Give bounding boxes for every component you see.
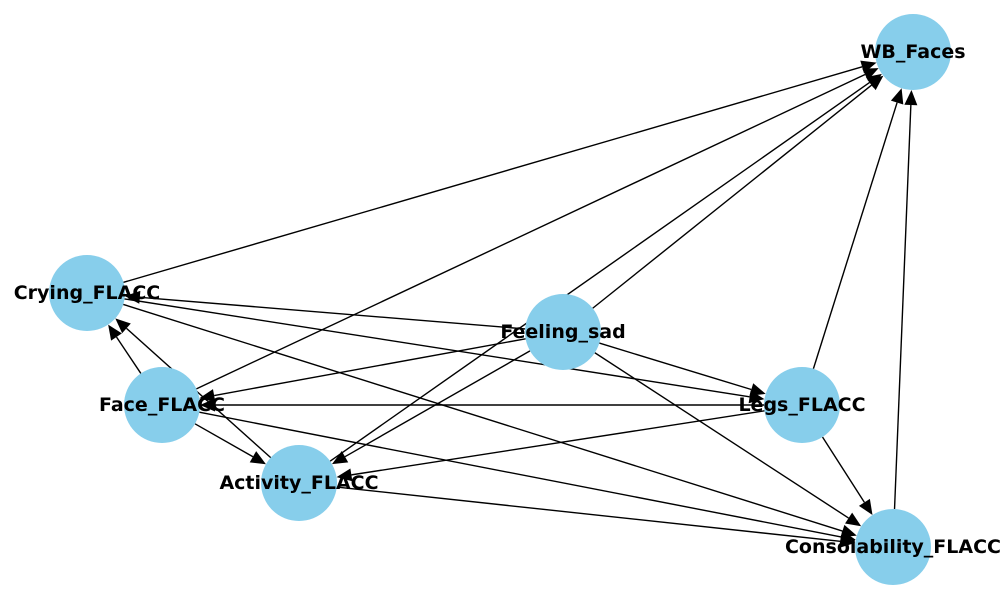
arrowhead-icon — [862, 68, 879, 81]
edge-feeling-sad-to-legs-flacc — [599, 342, 766, 396]
edge-line — [893, 104, 912, 510]
node-legs-flacc: Legs_FLACC — [738, 367, 866, 443]
edge-legs-flacc-to-face-flacc — [200, 398, 764, 412]
arrowhead-icon — [249, 451, 266, 465]
edge-line — [592, 84, 873, 309]
node-circle — [525, 294, 601, 370]
edge-crying-flacc-to-consolability-flacc — [123, 303, 857, 538]
node-label: Consolability_FLACC — [785, 536, 1000, 558]
arrowhead-icon — [845, 512, 862, 527]
node-label: Legs_FLACC — [738, 394, 865, 416]
edge-line — [194, 423, 254, 458]
edge-activity-flacc-to-crying-flacc — [115, 318, 272, 459]
edge-consolability-flacc-to-wb-faces — [893, 89, 918, 510]
edge-line — [599, 342, 752, 391]
edge-line — [214, 338, 526, 397]
edge-line — [123, 66, 863, 284]
edge-line — [139, 296, 526, 330]
edges-layer — [108, 60, 918, 548]
node-face-flacc: Face_FLACC — [99, 367, 225, 443]
edge-feeling-sad-to-crying-flacc — [124, 290, 526, 330]
edge-activity-flacc-to-wb-faces — [329, 73, 882, 462]
arrowhead-icon — [890, 88, 904, 105]
edge-face-flacc-to-crying-flacc — [108, 324, 142, 374]
node-label: Feeling_sad — [500, 321, 625, 343]
edge-feeling-sad-to-face-flacc — [199, 338, 526, 402]
edge-line — [821, 436, 865, 503]
edge-feeling-sad-to-consolability-flacc — [594, 352, 862, 527]
arrowhead-icon — [108, 324, 122, 341]
edge-crying-flacc-to-legs-flacc — [124, 298, 765, 404]
arrowhead-icon — [200, 398, 215, 412]
edge-feeling-sad-to-activity-flacc — [331, 350, 531, 465]
arrowhead-icon — [839, 534, 856, 548]
edge-legs-flacc-to-wb-faces — [812, 88, 904, 369]
node-activity-flacc: Activity_FLACC — [219, 445, 379, 521]
node-circle — [49, 255, 125, 331]
arrowhead-icon — [124, 290, 141, 304]
edge-line — [123, 303, 843, 532]
edge-line — [115, 336, 142, 374]
node-circle — [124, 367, 200, 443]
edge-activity-flacc-to-consolability-flacc — [336, 486, 856, 548]
arrowhead-icon — [115, 318, 131, 334]
edge-line — [344, 350, 531, 458]
edge-line — [594, 352, 849, 519]
edge-legs-flacc-to-activity-flacc — [336, 410, 765, 482]
edge-line — [351, 410, 765, 476]
arrowhead-icon — [749, 383, 766, 396]
arrowhead-icon — [858, 498, 873, 516]
edge-line — [199, 411, 842, 538]
arrowhead-icon — [904, 89, 918, 106]
edge-line — [336, 486, 841, 543]
node-consolability-flacc: Consolability_FLACC — [785, 509, 1000, 585]
edge-face-flacc-to-activity-flacc — [194, 423, 266, 465]
edge-line — [126, 327, 272, 459]
arrowhead-icon — [865, 73, 882, 88]
node-label: WB_Faces — [860, 41, 965, 63]
arrowhead-icon — [199, 389, 216, 402]
node-wb-faces: WB_Faces — [860, 14, 966, 90]
node-circle — [855, 509, 931, 585]
node-circle — [875, 14, 951, 90]
edge-line — [196, 73, 866, 390]
edge-line — [329, 81, 871, 462]
node-label: Crying_FLACC — [14, 282, 161, 304]
edge-feeling-sad-to-wb-faces — [592, 75, 884, 309]
node-label: Activity_FLACC — [219, 472, 378, 494]
edge-legs-flacc-to-consolability-flacc — [821, 436, 873, 516]
edge-face-flacc-to-wb-faces — [196, 68, 879, 390]
edge-line — [812, 102, 898, 369]
node-circle — [261, 445, 337, 521]
arrowhead-icon — [336, 468, 353, 482]
node-crying-flacc: Crying_FLACC — [14, 255, 161, 331]
edge-line — [124, 298, 750, 398]
node-feeling-sad: Feeling_sad — [500, 294, 626, 370]
node-circle — [764, 367, 840, 443]
arrowhead-icon — [331, 451, 349, 465]
node-label: Face_FLACC — [99, 394, 225, 416]
